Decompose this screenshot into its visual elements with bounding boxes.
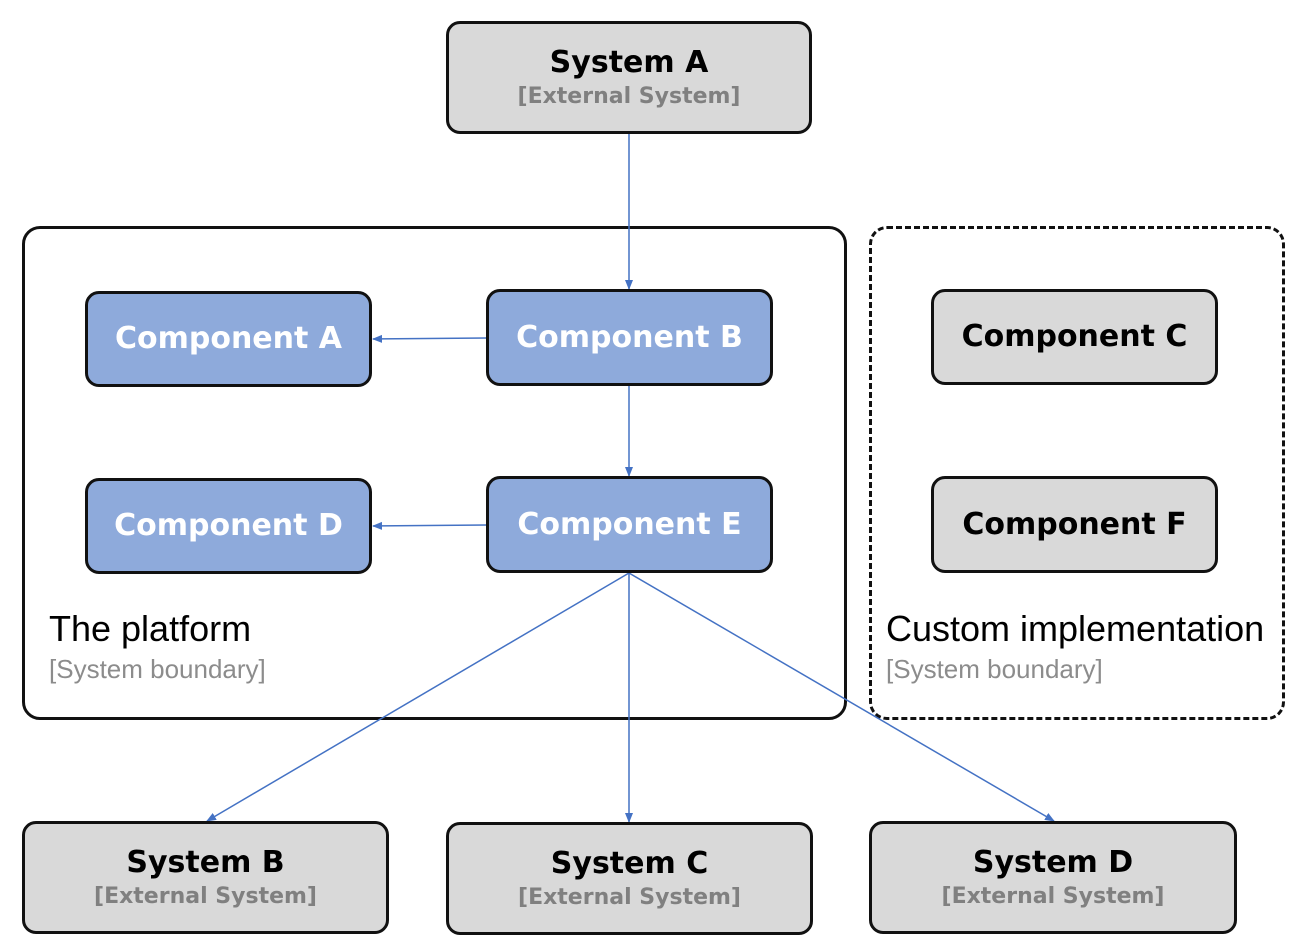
system-b-title: System B (126, 844, 285, 880)
custom-implementation-label: Custom implementation (886, 608, 1265, 649)
system-c-node: System C [External System] (446, 822, 813, 935)
system-b-subtitle: [External System] (94, 883, 317, 909)
component-f-node: Component F (931, 476, 1218, 573)
custom-implementation-boundary (869, 226, 1285, 720)
component-b-node: Component B (486, 289, 773, 386)
system-a-title: System A (549, 44, 709, 80)
component-d-node: Component D (85, 478, 372, 574)
component-c-node: Component C (931, 289, 1218, 385)
edge-component-e-to-system-d (628, 572, 1055, 822)
system-a-node: System A [External System] (446, 21, 812, 134)
system-d-subtitle: [External System] (941, 883, 1165, 909)
component-a-label: Component A (114, 321, 343, 356)
system-a-subtitle: [External System] (517, 83, 741, 109)
system-c-subtitle: [External System] (518, 884, 741, 910)
component-f-label: Component F (962, 506, 1187, 542)
system-d-node: System D [External System] (869, 821, 1237, 934)
platform-label: The platform (49, 608, 252, 649)
edge-component-e-to-component-d (372, 521, 488, 530)
component-a-node: Component A (85, 291, 372, 387)
system-b-node: System B [External System] (22, 821, 389, 934)
component-e-node: Component E (486, 476, 773, 573)
component-b-label: Component B (516, 319, 743, 355)
custom-implementation-type-label: [System boundary] (886, 654, 1103, 684)
platform-boundary (22, 226, 847, 720)
system-d-title: System D (972, 844, 1134, 880)
component-e-label: Component E (517, 506, 742, 542)
component-d-label: Component D (114, 508, 343, 543)
platform-type-label: [System boundary] (49, 654, 266, 684)
edge-component-b-to-component-a (372, 334, 488, 343)
component-c-label: Component C (961, 319, 1188, 354)
system-c-title: System C (550, 845, 709, 881)
edge-component-e-to-system-b (206, 572, 630, 822)
